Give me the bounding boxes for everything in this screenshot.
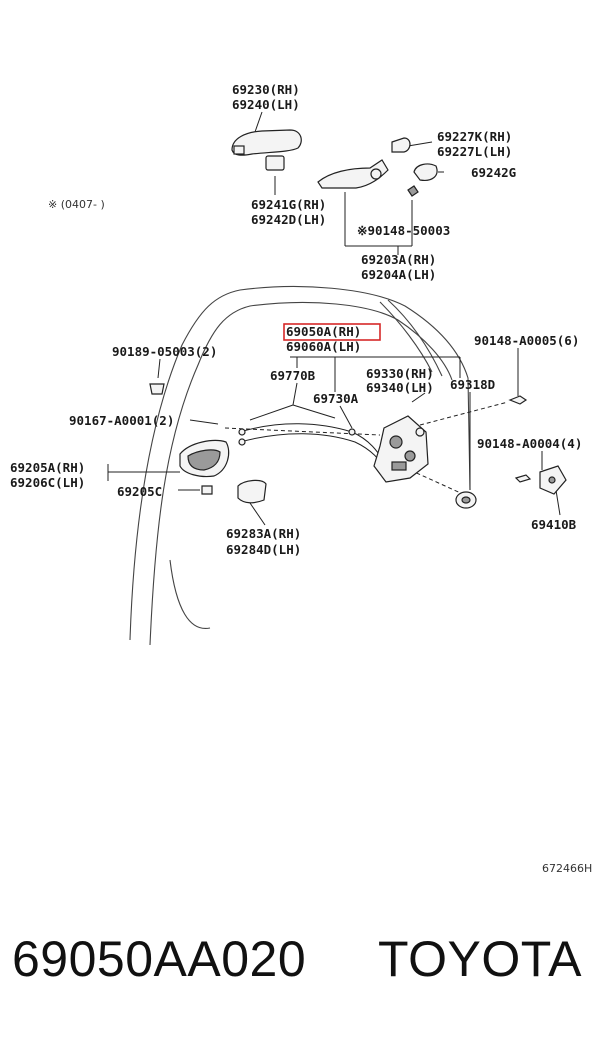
cover-69283a bbox=[237, 479, 267, 504]
label-90148-50003: ※90148-50003 bbox=[357, 223, 450, 238]
striker-69410b bbox=[539, 465, 567, 495]
part-labels: ※ (0407- ) 69230(RH) 69240(LH) 69227K(RH… bbox=[10, 82, 592, 875]
door-lock-assembly bbox=[373, 415, 429, 483]
label-69205a: 69205A(RH) bbox=[10, 460, 85, 475]
outer-door-handle bbox=[231, 129, 302, 156]
label-69206c: 69206C(LH) bbox=[10, 475, 85, 490]
label-90148-a0005: 90148-A0005(6) bbox=[474, 333, 579, 348]
handle-cover bbox=[391, 137, 411, 153]
label-69730a: 69730A bbox=[313, 391, 359, 406]
washer-69318d bbox=[455, 491, 477, 509]
door-outline bbox=[129, 285, 471, 646]
label-69240: 69240(LH) bbox=[232, 97, 300, 112]
figure-id: 672466H bbox=[542, 862, 592, 875]
leader-lines bbox=[107, 111, 561, 526]
label-69227l: 69227L(LH) bbox=[437, 144, 512, 159]
brand-name: TOYOTA bbox=[378, 931, 582, 987]
footer: 69050AA020 TOYOTA bbox=[0, 930, 600, 1010]
label-69318d: 69318D bbox=[450, 377, 495, 392]
outer-handle-frame bbox=[317, 159, 389, 189]
label-90189: 90189-05003(2) bbox=[112, 344, 217, 359]
highlight-box bbox=[283, 323, 381, 341]
label-69205c: 69205C bbox=[117, 484, 162, 499]
label-69340: 69340(LH) bbox=[366, 380, 434, 395]
gasket-69242g bbox=[413, 163, 438, 181]
label-90167: 90167-A0001(2) bbox=[69, 413, 174, 428]
screw-90148-a0004 bbox=[514, 474, 532, 483]
label-69410b: 69410B bbox=[531, 517, 577, 532]
label-90148-a0004: 90148-A0004(4) bbox=[477, 436, 582, 451]
label-69241g: 69241G(RH) bbox=[251, 197, 326, 212]
label-69242g: 69242G bbox=[471, 165, 516, 180]
label-69230: 69230(RH) bbox=[232, 82, 300, 97]
handle-pad bbox=[265, 155, 285, 171]
label-69050a: 69050A(RH) bbox=[286, 324, 361, 339]
part-number: 69050AA020 bbox=[12, 931, 307, 987]
screw-69205c bbox=[201, 485, 213, 495]
note-date-range: ※ (0407- ) bbox=[48, 198, 105, 211]
label-69060a: 69060A(LH) bbox=[286, 339, 361, 354]
label-69770b: 69770B bbox=[270, 368, 316, 383]
label-69227k: 69227K(RH) bbox=[437, 129, 512, 144]
cables-69770b-69730a bbox=[238, 423, 387, 471]
clip-90148-a0005 bbox=[508, 395, 528, 405]
label-69242d: 69242D(LH) bbox=[251, 212, 326, 227]
label-69283a: 69283A(RH) bbox=[226, 526, 301, 541]
bolt-90148-50003 bbox=[407, 185, 419, 197]
grommet-90189 bbox=[149, 383, 165, 395]
inside-handle bbox=[179, 439, 230, 478]
label-69330: 69330(RH) bbox=[366, 366, 434, 381]
label-69203a: 69203A(RH) bbox=[361, 252, 436, 267]
label-69204a: 69204A(LH) bbox=[361, 267, 436, 282]
label-69284d: 69284D(LH) bbox=[226, 542, 301, 557]
